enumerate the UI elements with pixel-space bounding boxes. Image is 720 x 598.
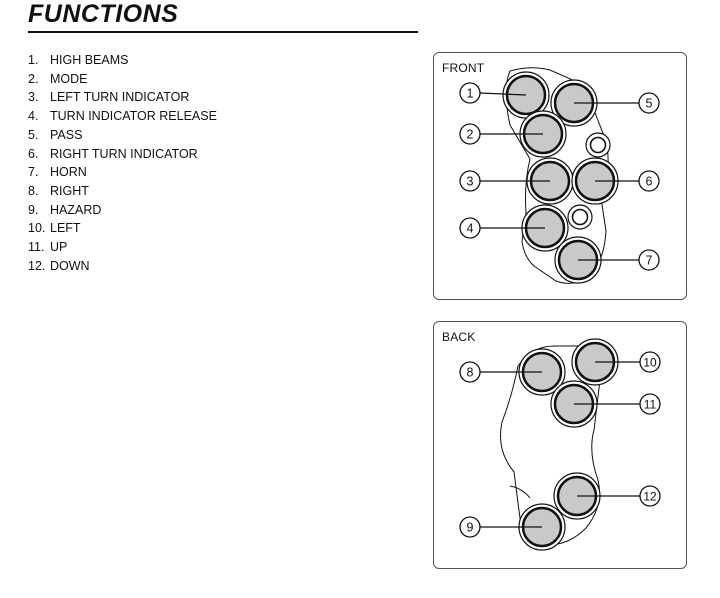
item-number: 12.	[28, 258, 46, 273]
back-leader-lines	[480, 361, 640, 528]
callout-label: 2	[467, 128, 474, 142]
callout-label: 7	[646, 254, 653, 268]
front-callout-7: 7	[638, 249, 660, 271]
item-number: 5.	[28, 127, 39, 142]
list-item: 8. RIGHT	[28, 182, 217, 201]
list-item: 9. HAZARD	[28, 201, 217, 220]
back-callout-10: 10	[639, 351, 661, 373]
item-label: UP	[50, 240, 68, 255]
back-housing-notch	[509, 485, 531, 499]
item-label: LEFT TURN INDICATOR	[50, 90, 190, 105]
list-item: 6. RIGHT TURN INDICATOR	[28, 145, 217, 164]
item-label: RIGHT TURN INDICATOR	[50, 146, 198, 161]
front-callout-4: 4	[459, 217, 481, 239]
front-callout-1: 1	[459, 82, 481, 104]
item-number: 7.	[28, 165, 39, 180]
item-number: 4.	[28, 109, 39, 124]
callout-label: 3	[467, 175, 474, 189]
back-callout-9: 9	[459, 516, 481, 538]
callout-label: 8	[467, 366, 474, 380]
front-callout-6: 6	[638, 170, 660, 192]
page-title: FUNCTIONS	[28, 0, 179, 28]
front-panel-label: FRONT	[442, 61, 485, 75]
list-item: 10. LEFT	[28, 219, 217, 238]
item-label: HIGH BEAMS	[50, 53, 129, 67]
item-number: 8.	[28, 183, 39, 198]
list-item: 5. PASS	[28, 126, 217, 145]
item-number: 11.	[28, 240, 45, 255]
list-item: 12. DOWN	[28, 257, 217, 276]
back-diagram-panel: 8 9 10 11 12 BACK	[433, 321, 687, 569]
item-label: DOWN	[50, 258, 90, 273]
front-callout-3: 3	[459, 170, 481, 192]
back-callout-8: 8	[459, 361, 481, 383]
callout-label: 9	[467, 521, 474, 535]
list-item: 2. MODE	[28, 70, 217, 89]
front-leader-lines	[479, 92, 639, 261]
item-label: HAZARD	[50, 202, 102, 217]
title-underline	[28, 31, 418, 33]
item-number: 9.	[28, 202, 39, 217]
back-callout-11: 11	[639, 393, 661, 415]
callout-label: 10	[643, 356, 657, 370]
item-number: 10.	[28, 221, 46, 236]
item-label: TURN INDICATOR RELEASE	[50, 109, 217, 124]
functions-list: 1. HIGH BEAMS 2. MODE 3. LEFT TURN INDICATO…	[28, 51, 217, 275]
callout-label: 4	[467, 222, 474, 236]
back-diagram: 8 9 10 11 12	[459, 338, 661, 551]
list-item: 7. HORN	[28, 163, 217, 182]
item-label: HORN	[50, 165, 87, 180]
list-item: 3. LEFT TURN INDICATOR	[28, 88, 217, 107]
callout-label: 1	[467, 87, 474, 101]
item-number: 2.	[28, 71, 39, 86]
back-panel-label: BACK	[442, 330, 476, 344]
list-item: 4. TURN INDICATOR RELEASE	[28, 107, 217, 126]
front-callout-2: 2	[459, 123, 481, 145]
item-label: RIGHT	[50, 183, 89, 198]
item-label: PASS	[50, 127, 83, 142]
callout-label: 6	[646, 175, 653, 189]
front-small-ring-lower	[567, 204, 593, 230]
callout-label: 11	[644, 398, 657, 412]
item-number: 3.	[28, 90, 39, 105]
back-callout-12: 12	[639, 485, 661, 507]
front-small-ring-upper	[585, 132, 611, 158]
list-item: 1. HIGH BEAMS	[28, 51, 217, 70]
list-item: 11. UP	[28, 238, 217, 257]
item-label: MODE	[50, 71, 88, 86]
item-number: 6.	[28, 146, 39, 161]
item-label: LEFT	[50, 221, 81, 236]
front-diagram-panel: 1 2 3 4 5 6 7 FRONT	[433, 52, 687, 300]
callout-label: 12	[643, 490, 657, 504]
front-diagram: 1 2 3 4 5 6 7	[459, 67, 660, 284]
front-callout-5: 5	[638, 92, 660, 114]
item-number: 1.	[28, 53, 39, 67]
callout-label: 5	[646, 97, 653, 111]
